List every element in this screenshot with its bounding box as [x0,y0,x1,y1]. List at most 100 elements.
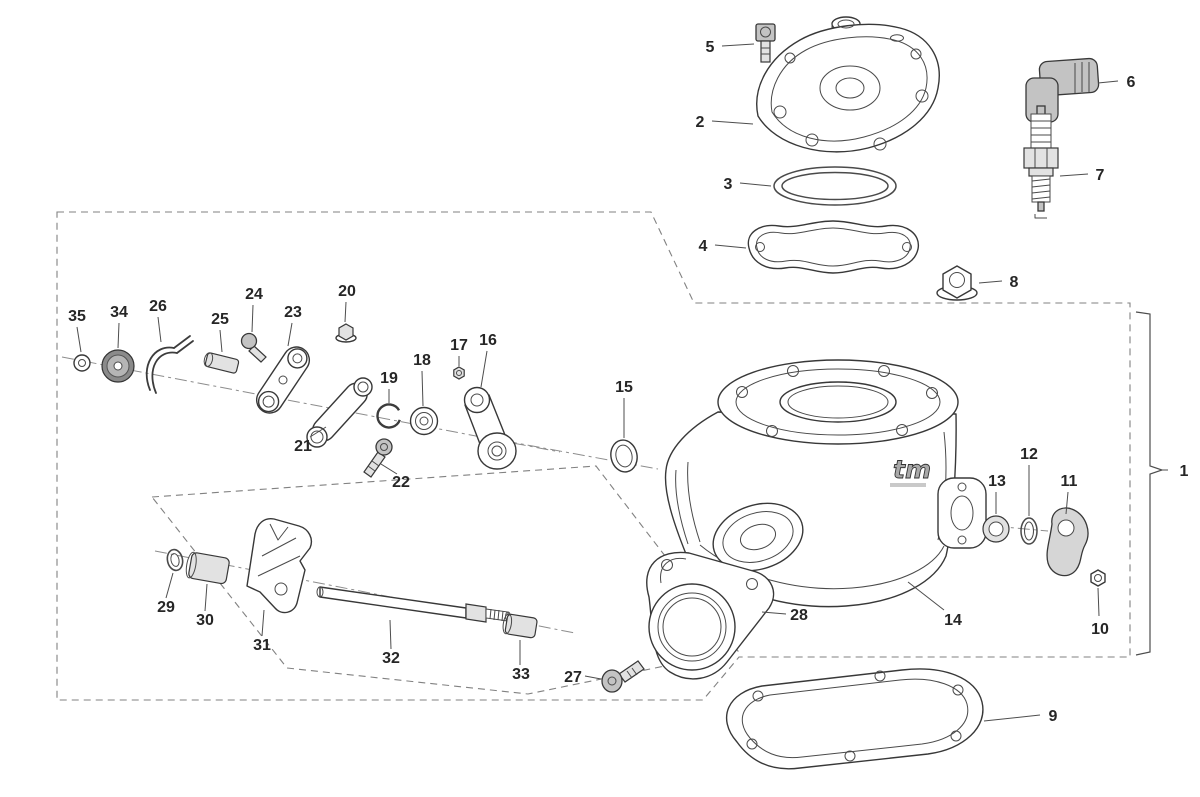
leader-line-6 [1097,80,1119,84]
part-10-nut [1090,569,1106,587]
part-number-labels: 1 2 3 4 5 6 7 8 9 10 11 12 13 14 15 16 1… [68,39,1188,725]
leader-line-5 [721,43,755,47]
part-label-9: 9 [1049,708,1058,725]
brand-logo-tm: tm [893,455,931,484]
part-label-26: 26 [149,298,167,315]
part-1-extent-bracket [1135,311,1164,656]
part-label-4: 4 [699,238,708,255]
leader-line-26 [157,316,162,343]
part-7-spark-plug [1023,105,1059,219]
part-label-19: 19 [380,370,398,387]
part-label-11: 11 [1061,473,1078,490]
part-label-12: 12 [1020,446,1038,463]
leader-line-31 [261,609,265,637]
part-12-o-ring [1020,517,1038,545]
leader-line-27 [584,675,602,680]
leader-line-34 [117,322,120,349]
leader-line-14 [907,581,945,611]
leader-line-2 [711,120,754,125]
part-11-lever-cam [1046,507,1089,577]
leader-line-29 [165,572,174,599]
leader-line-32 [389,619,392,650]
part-18-washer-roller [409,406,439,436]
part-label-29: 29 [157,599,175,616]
part-label-35: 35 [68,308,86,325]
leader-line-8 [978,280,1003,284]
part-8-flange-nut [936,265,978,301]
part-9-base-gasket [726,668,984,770]
part-label-34: 34 [110,304,128,321]
part-23-lever-plate [255,346,311,414]
part-27-bolt [601,660,645,693]
part-32-shaft [316,586,511,623]
part-17-small-nut [453,366,465,380]
part-label-21: 21 [294,438,312,455]
part-label-17: 17 [450,337,468,354]
brand-subtext-bar [890,483,926,487]
part-label-33: 33 [512,666,530,683]
leader-line-3 [739,182,772,187]
part-33-bushing [502,613,538,639]
part-label-27: 27 [564,669,582,686]
part-label-8: 8 [1010,274,1019,291]
part-29-o-ring [166,548,184,572]
leader-line-24 [251,304,254,333]
part-label-13: 13 [988,473,1006,490]
leader-line-18 [421,370,424,407]
part-3-o-ring [773,166,897,206]
part-label-14: 14 [944,612,962,629]
part-label-5: 5 [706,39,715,56]
part-16-cover-plate [463,386,517,470]
part-label-18: 18 [413,352,431,369]
leader-lines [76,43,1168,722]
cylinder-front-port [712,502,804,572]
part-label-6: 6 [1127,74,1136,91]
part-label-28: 28 [790,607,808,624]
part-label-16: 16 [479,332,497,349]
leader-line-9 [983,714,1041,722]
part-24-bolt [240,332,267,363]
part-21-rocker-arm [306,377,373,448]
part-label-1: 1 [1180,463,1189,480]
part-31-bracket [246,517,313,614]
part-19-snap-ring [376,403,401,429]
leader-line-21 [309,426,327,438]
part-30-bushing [185,551,230,585]
part-label-32: 32 [382,650,400,667]
part-label-25: 25 [211,311,229,328]
leader-line-23 [287,322,293,347]
part-label-30: 30 [196,612,214,629]
part-20-flange-nut [335,323,357,343]
part-label-3: 3 [724,176,733,193]
leader-line-30 [204,583,208,612]
part-4-head-gasket [747,220,920,274]
leader-line-28 [761,611,787,615]
part-label-20: 20 [338,283,356,300]
part-5-bolt [755,23,776,63]
part-label-22: 22 [392,474,410,491]
leader-line-11 [1065,491,1069,515]
leader-line-4 [714,244,747,249]
part-label-2: 2 [696,114,705,131]
part-label-10: 10 [1091,621,1109,638]
leader-line-7 [1059,173,1089,177]
leader-line-35 [76,326,82,353]
leader-line-10 [1097,587,1100,617]
part-26-spring-clip [145,335,194,394]
part-25-pin [203,352,240,374]
part-label-7: 7 [1096,167,1105,184]
part-35-washer [73,354,91,372]
part-6-spark-plug-cap [1025,57,1100,123]
leader-line-22 [380,463,398,475]
leader-line-20 [344,301,347,323]
leader-line-16 [480,350,488,388]
part-2-head-cover [756,16,940,153]
part-13-bushing [982,515,1010,543]
part-label-23: 23 [284,304,302,321]
part-15-seal-ring [610,439,638,473]
outer-dashed-boundary [56,211,1131,701]
part-label-24: 24 [245,286,263,303]
part-34-disc [101,349,135,383]
